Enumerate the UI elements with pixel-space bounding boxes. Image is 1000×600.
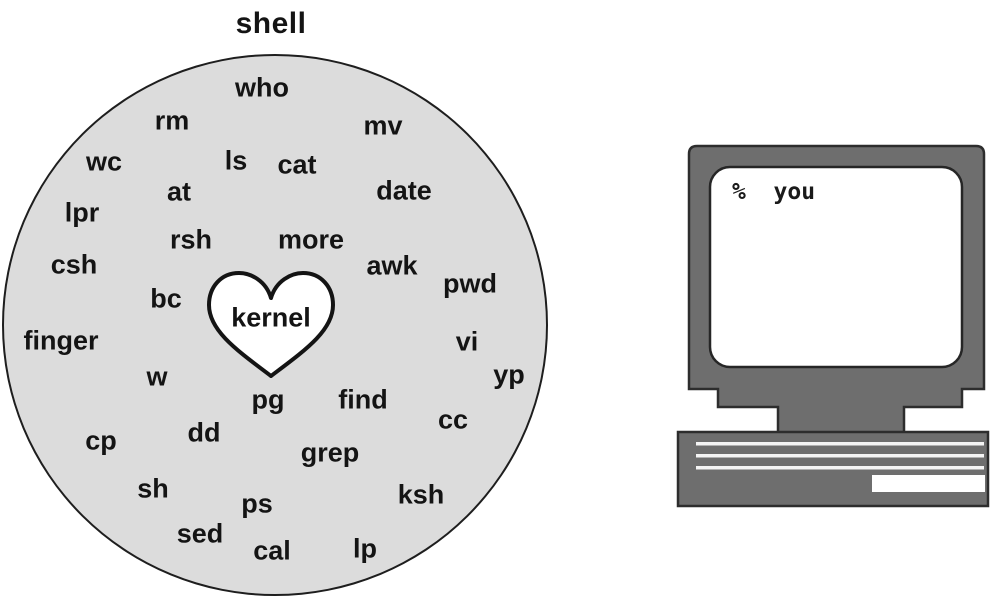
- command-label-sed: sed: [176, 518, 224, 549]
- command-label-ksh: ksh: [397, 479, 445, 510]
- kernel-label: kernel: [231, 302, 311, 333]
- terminal-key: [872, 475, 985, 492]
- command-label-cal: cal: [253, 535, 291, 566]
- command-label-cp: cp: [85, 425, 117, 456]
- command-label-lpr: lpr: [64, 197, 100, 228]
- command-label-grep: grep: [300, 437, 360, 468]
- command-label-sh: sh: [137, 473, 169, 504]
- command-label-ps: ps: [241, 488, 273, 519]
- command-label-finger: finger: [23, 325, 99, 356]
- command-label-dd: dd: [187, 417, 221, 448]
- command-label-cc: cc: [437, 404, 469, 435]
- command-label-cat: cat: [277, 149, 317, 180]
- command-label-mv: mv: [363, 110, 403, 141]
- command-label-at: at: [166, 176, 192, 207]
- computer-terminal-icon: [676, 144, 990, 508]
- command-label-rsh: rsh: [169, 224, 213, 255]
- command-label-csh: csh: [50, 249, 98, 280]
- command-label-rm: rm: [154, 105, 190, 136]
- command-label-bc: bc: [150, 283, 182, 314]
- command-label-wc: wc: [85, 146, 123, 177]
- command-label-date: date: [376, 175, 432, 206]
- shell-title: shell: [235, 7, 307, 40]
- command-label-lp: lp: [353, 533, 377, 564]
- terminal-screen: [708, 165, 964, 369]
- kernel-heart-icon: [207, 271, 335, 378]
- command-label-awk: awk: [366, 250, 418, 281]
- command-label-pg: pg: [251, 384, 285, 415]
- command-label-w: w: [146, 361, 168, 392]
- command-label-find: find: [338, 384, 388, 415]
- command-label-ls: ls: [224, 145, 248, 176]
- command-label-more: more: [277, 224, 345, 255]
- terminal-prompt-text: % you: [732, 179, 816, 205]
- command-label-who: who: [235, 72, 289, 103]
- command-label-vi: vi: [455, 326, 479, 357]
- command-label-pwd: pwd: [443, 268, 497, 299]
- command-label-yp: yp: [493, 359, 525, 390]
